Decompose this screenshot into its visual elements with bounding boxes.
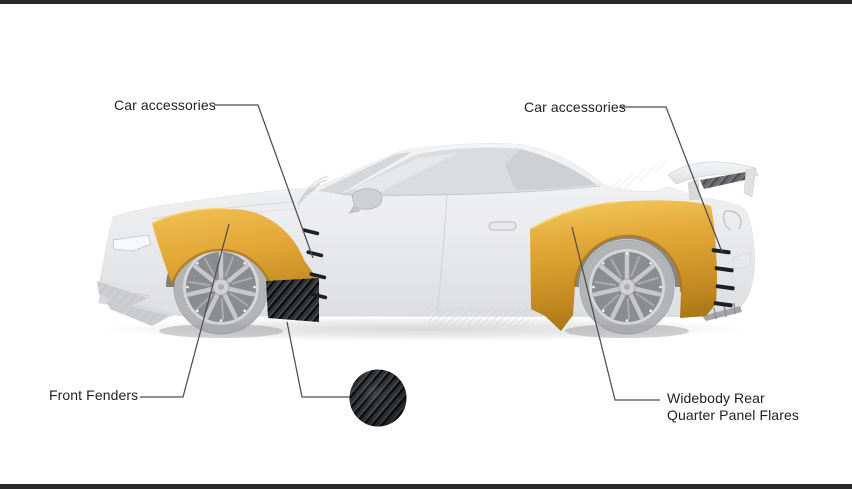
side-window-glass: [340, 147, 597, 197]
callout-line-carbon-swatch: [286, 321, 350, 398]
label-widebody-rear-quarter: Widebody Rear Quarter Panel Flares: [667, 390, 799, 424]
label-widebody-line2: Quarter Panel Flares: [667, 407, 799, 423]
rear-diffuser: [702, 302, 742, 321]
side-mirror: [348, 188, 383, 214]
top-frame-bar: [0, 0, 852, 4]
taillight-sketch: [723, 210, 742, 231]
rear-wheel: [580, 240, 674, 334]
label-widebody-line1: Widebody Rear: [667, 390, 765, 406]
bottom-frame-bar: [0, 484, 852, 489]
carbon-fiber-swatch: [349, 369, 407, 427]
door-seam-line: [436, 194, 448, 314]
callout-line-front-fenders: [140, 223, 230, 398]
label-front-fenders: Front Fenders: [49, 387, 139, 403]
front-bumper-splitter: [97, 281, 178, 326]
callout-line-rear-accessories: [620, 106, 723, 253]
rear-bumper-vent: [732, 251, 752, 270]
front-flare-fins: [302, 228, 328, 300]
windshield-glass: [318, 152, 412, 194]
label-car-accessories-rear: Car accessories: [524, 99, 626, 115]
rocker-skirt-texture: [426, 307, 532, 327]
carbon-fiber-patch: [266, 278, 319, 322]
spoiler-carbon-underside: [700, 172, 749, 189]
callout-line-front-accessories: [214, 104, 314, 259]
callout-line-widebody: [571, 226, 660, 401]
cowl-sketch: [297, 175, 329, 206]
label-car-accessories-front: Car accessories: [114, 97, 216, 113]
rear-deck-texture: [606, 160, 672, 191]
door-handle: [488, 221, 517, 231]
ground-shadow: [99, 317, 749, 341]
